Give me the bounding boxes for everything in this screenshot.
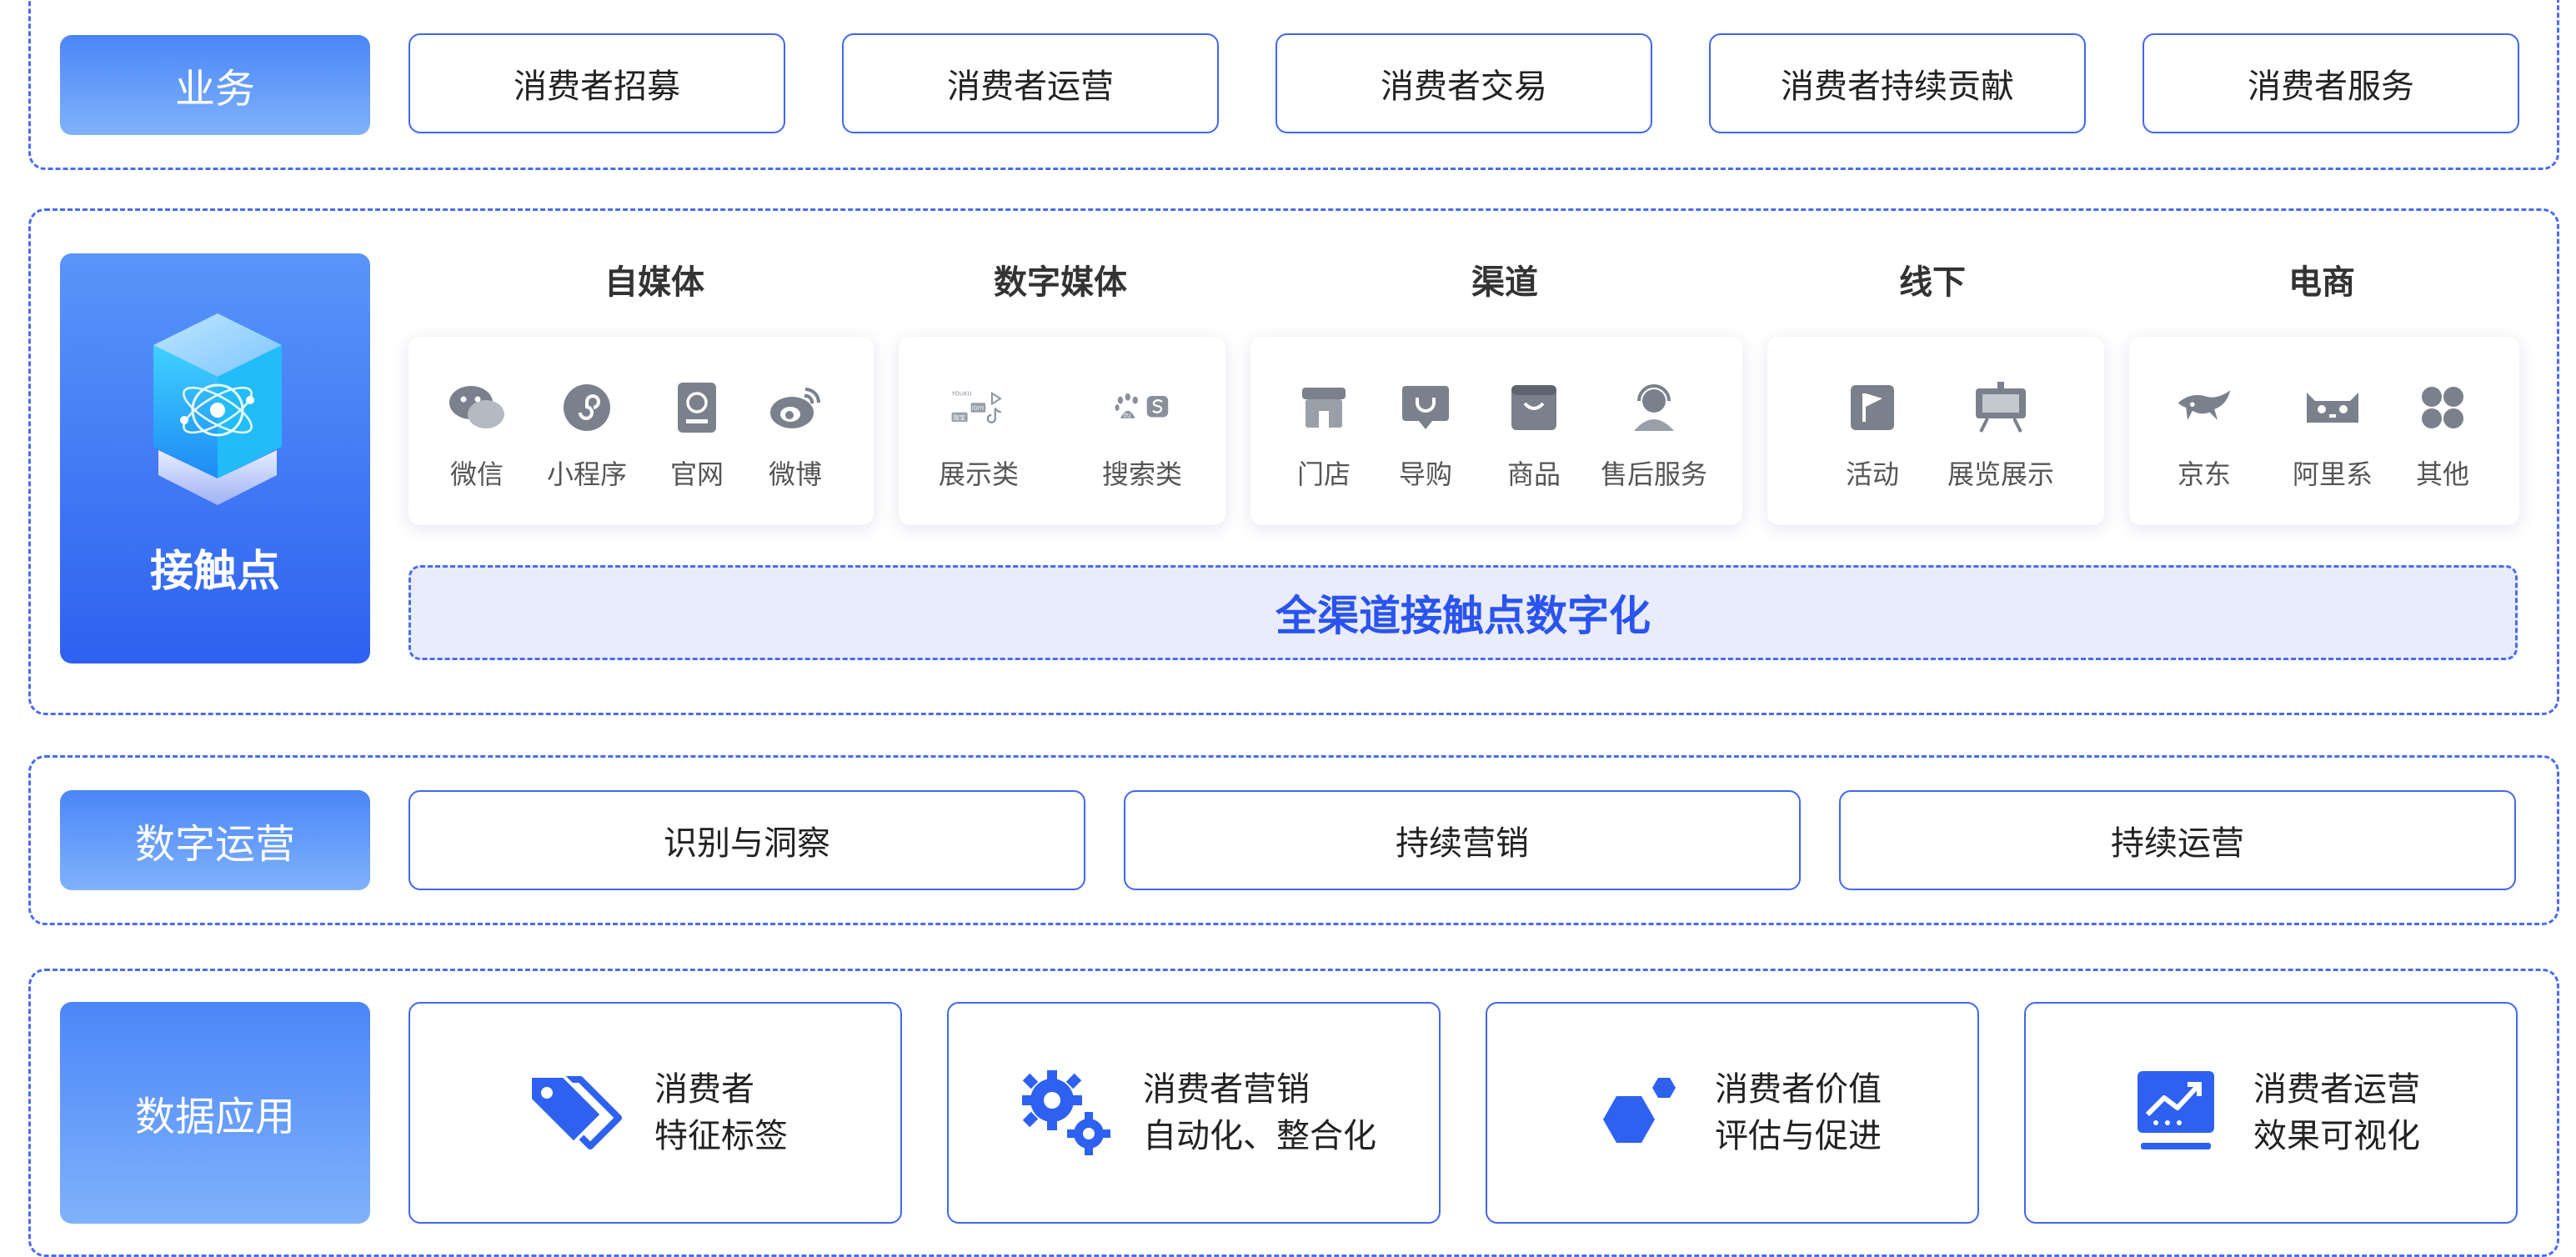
touchpoint-label: 门店 — [1296, 458, 1351, 490]
tmall-icon — [2307, 393, 2358, 423]
weibo-icon — [770, 388, 820, 428]
touchpoint-item-activity: 活动 — [1810, 378, 1935, 492]
card-digital-media: YOUKU iQIYI 淘宝 展示类 du 搜索类 — [899, 337, 1225, 525]
product-icon — [1511, 385, 1556, 430]
data-app-line2: 特征标签 — [654, 1117, 788, 1155]
touchpoint-label: 展览展示 — [1947, 458, 2054, 490]
data-app-line2: 自动化、整合化 — [1143, 1117, 1376, 1155]
digital-ops-label: 数字运营 — [60, 790, 370, 890]
data-app-line2: 效果可视化 — [2253, 1117, 2420, 1155]
touchpoint-item-other: 其他 — [2380, 378, 2505, 492]
website-icon — [678, 383, 716, 433]
touchpoint-label: 微博 — [768, 458, 822, 490]
touchpoint-item-wechat: 微信 — [414, 378, 539, 492]
touchpoint-label: 官网 — [669, 458, 724, 490]
data-app-card-value: 消费者价值评估与促进 — [1486, 1002, 1979, 1224]
mini-program-icon — [564, 384, 610, 431]
jd-icon — [2178, 390, 2231, 421]
search-media-icon: du — [1115, 393, 1169, 418]
category-title-channel: 渠道 — [1471, 263, 1538, 302]
touchpoint-label: 京东 — [2177, 458, 2231, 490]
touchpoint-label: 阿里系 — [2292, 458, 2373, 490]
data-app-line1: 消费者 — [654, 1070, 754, 1109]
shopping-guide-icon — [1402, 386, 1449, 429]
touchpoint-item-product: 商品 — [1471, 378, 1596, 492]
touchpoint-item-weibo: 微博 — [733, 378, 858, 492]
card-ecommerce: 京东 阿里系 其他 — [2129, 337, 2519, 525]
touchpoint-label: 接触点 — [60, 253, 370, 664]
data-app-line1: 消费者价值 — [1715, 1070, 1882, 1109]
business-item-recruit: 消费者招募 — [408, 33, 785, 133]
business-item-contribution: 消费者持续贡献 — [1709, 33, 2086, 133]
omnichannel-banner: 全渠道接触点数字化 — [408, 565, 2518, 660]
card-self-media: 微信 小程序 官网 微博 — [408, 337, 874, 525]
data-app-card-marketing: 消费者营销自动化、整合化 — [947, 1002, 1441, 1224]
data-app-card-tags: 消费者特征标签 — [408, 1002, 902, 1224]
touchpoint-item-jd: 京东 — [2142, 378, 2267, 492]
business-item-operate: 消费者运营 — [842, 33, 1219, 133]
touchpoint-label: 商品 — [1506, 458, 1561, 490]
wechat-icon — [449, 386, 504, 428]
card-channel: 门店 导购 商品 售后服务 — [1250, 337, 1742, 525]
touchpoint-label: 售后服务 — [1600, 458, 1707, 490]
digital-ops-item-marketing: 持续营销 — [1124, 790, 1801, 890]
touchpoint-label: 搜索类 — [1101, 458, 1182, 490]
touchpoint-label-text: 接触点 — [149, 547, 280, 597]
data-apps-label: 数据应用 — [60, 1002, 370, 1224]
youku-text: YOUKU — [951, 390, 972, 397]
data-apps-section — [28, 969, 2559, 1257]
digital-ops-item-insight: 识别与洞察 — [408, 790, 1085, 890]
touchpoint-label: 小程序 — [546, 458, 627, 490]
digital-ops-section — [28, 755, 2559, 925]
digital-ops-item-operation: 持续运营 — [1839, 790, 2516, 890]
data-app-line2: 评估与促进 — [1715, 1117, 1882, 1155]
tag-icon — [529, 1074, 622, 1149]
data-app-line1: 消费者营销 — [1143, 1070, 1310, 1109]
exhibition-icon — [1976, 382, 2026, 433]
touchpoint-item-display: YOUKU iQIYI 淘宝 展示类 — [916, 378, 1041, 492]
other-icon — [2422, 387, 2463, 428]
iqiyi-text: iQIYI — [972, 406, 985, 412]
baidu-text: du — [1123, 411, 1131, 418]
touchpoint-label: 其他 — [2415, 458, 2469, 490]
card-offline: 活动 展览展示 — [1767, 337, 2104, 525]
category-title-ecommerce: 电商 — [2288, 263, 2355, 302]
touchpoint-section — [28, 208, 2559, 715]
chart-icon — [2137, 1071, 2214, 1149]
gears-icon — [1022, 1070, 1110, 1155]
touchpoint-item-exhibition: 展览展示 — [1938, 378, 2063, 492]
touchpoint-cube-icon — [153, 313, 282, 505]
touchpoint-label: 导购 — [1398, 458, 1452, 490]
category-title-digital-media: 数字媒体 — [994, 263, 1127, 302]
touchpoint-label: 展示类 — [938, 458, 1019, 490]
touchpoint-item-store: 门店 — [1261, 378, 1386, 492]
data-app-card-visual: 消费者运营效果可视化 — [2024, 1002, 2518, 1224]
touchpoint-item-ali: 阿里系 — [2270, 378, 2395, 492]
category-title-offline: 线下 — [1899, 263, 1966, 302]
after-sales-icon — [1634, 384, 1674, 431]
hexagons-icon — [1603, 1078, 1676, 1143]
display-media-icon: YOUKU iQIYI 淘宝 — [951, 390, 1002, 423]
business-label: 业务 — [60, 35, 370, 135]
touchpoint-item-search: du 搜索类 — [1080, 378, 1205, 492]
taobao-text: 淘宝 — [953, 413, 966, 422]
touchpoint-label: 微信 — [449, 458, 504, 490]
flag-icon — [1851, 385, 1894, 430]
data-app-line1: 消费者运营 — [2253, 1070, 2420, 1109]
touchpoint-item-after-sales: 售后服务 — [1591, 378, 1716, 492]
touchpoint-item-mini-program: 小程序 — [524, 378, 649, 492]
business-section — [28, 0, 2559, 170]
business-item-transaction: 消费者交易 — [1275, 33, 1652, 133]
category-title-self-media: 自媒体 — [604, 263, 704, 302]
business-item-service: 消费者服务 — [2142, 33, 2519, 133]
touchpoint-item-guide: 导购 — [1363, 378, 1488, 492]
touchpoint-item-website: 官网 — [634, 378, 759, 492]
store-icon — [1302, 388, 1346, 428]
touchpoint-label: 活动 — [1845, 458, 1899, 490]
